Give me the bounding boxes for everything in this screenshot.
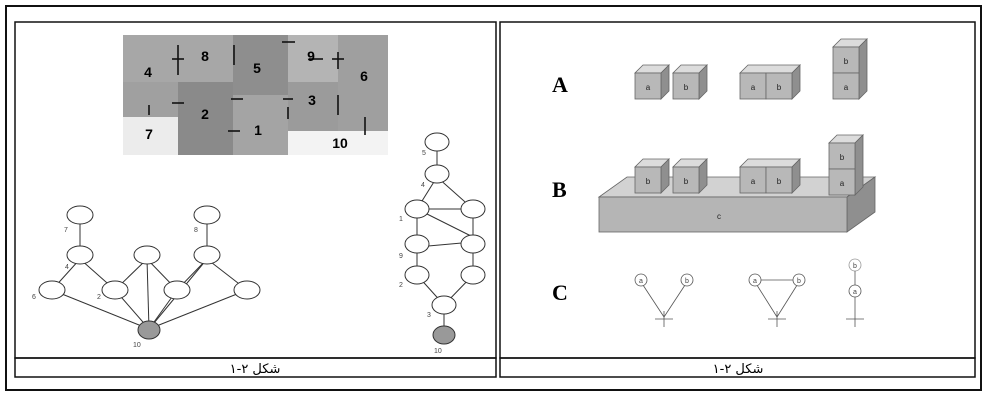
graph-node [66,245,94,265]
figure-frame: شكل ٢-١ [5,5,982,391]
cube-letter-b: b [684,177,689,186]
graph-left-label: 10 [133,342,141,349]
table-letter-c: c [717,212,721,221]
cube-stack [832,38,868,100]
cube-letter-a: a [840,179,845,188]
graph-node [634,273,648,287]
graph-left-label: 8 [194,227,198,234]
cube-letter-a: a [646,83,651,92]
cube-letter-b: b [777,83,782,92]
graph-root-node [137,320,161,340]
region-label-1: 1 [254,122,262,138]
graph-node [133,245,161,265]
graph-node [38,280,66,300]
cube [672,64,708,100]
region-label-10: 10 [332,135,348,151]
graph-right-label: 4 [421,182,425,189]
row-c-graphs [634,258,864,327]
graph-node [404,199,430,219]
region-label-3: 3 [308,92,316,108]
graph-node [193,245,221,265]
cube [634,158,670,194]
cube-letter-a: a [751,177,756,186]
cube-stack [828,134,864,196]
graph-left-label: 4 [65,264,69,271]
graph-right-label: 3 [427,312,431,319]
row-b-cubes [634,134,864,196]
graph-right [404,132,486,345]
row-a-cubes [634,38,868,100]
graph-right-label: 5 [422,150,426,157]
cube [634,64,670,100]
graph-left-label: 2 [97,294,101,301]
node-letter-a: a [853,289,857,296]
region-label-7: 7 [145,126,153,142]
graph-node [404,265,430,285]
graph-node [460,199,486,219]
region-label-4: 4 [144,64,152,80]
cube [739,64,801,100]
cube-letter-b: b [646,177,651,186]
graph-right-label: 9 [399,253,403,260]
cube [739,158,801,194]
region-map: 4 8 5 9 6 2 3 7 1 10 [123,35,388,155]
row-label-c: C [552,280,568,305]
graph-node [460,265,486,285]
left-caption: شكل ٢-١ [230,362,281,377]
graph-right-label: 2 [399,282,403,289]
graph-node [424,132,450,152]
row-label-a: A [552,72,568,97]
graph-node [748,273,762,287]
left-panel: شكل ٢-١ [14,21,497,378]
graph-node [424,164,450,184]
graph-node [404,234,430,254]
graph-right-label: 1 [399,216,403,223]
figure-canvas: شكل ٢-١ [14,21,976,378]
graph-left-label: 6 [32,294,36,301]
graph-node [460,234,486,254]
region-label-6: 6 [360,68,368,84]
cube-letter-b: b [840,153,845,162]
graph-node [233,280,261,300]
right-panel: شكل ٢-١ A B C [499,21,976,378]
row-label-b: B [552,177,567,202]
graph-left-label: 7 [64,227,68,234]
graph-node [101,280,129,300]
graph-root-node [432,325,456,345]
region-label-2: 2 [201,106,209,122]
cube-letter-b: b [844,57,849,66]
cube-letter-a: a [751,83,756,92]
graph-node [792,273,806,287]
region-label-8: 8 [201,48,209,64]
node-letter-b: b [685,278,689,285]
cube-letter-a: a [844,83,849,92]
node-letter-a: a [639,278,643,285]
node-letter-b: b [797,278,801,285]
cube-letter-b: b [684,83,689,92]
graph-node [431,295,457,315]
graph-right-label: 10 [434,348,442,355]
graph-node [66,205,94,225]
cube [672,158,708,194]
graph-node [193,205,221,225]
node-letter-a: a [753,278,757,285]
right-caption: شكل ٢-١ [713,362,764,377]
cube-letter-b: b [777,177,782,186]
region-label-9: 9 [307,48,315,64]
region-label-5: 5 [253,60,261,76]
node-letter-b: b [853,263,857,270]
graph-node [163,280,191,300]
graph-left [38,205,261,340]
graph-node [680,273,694,287]
